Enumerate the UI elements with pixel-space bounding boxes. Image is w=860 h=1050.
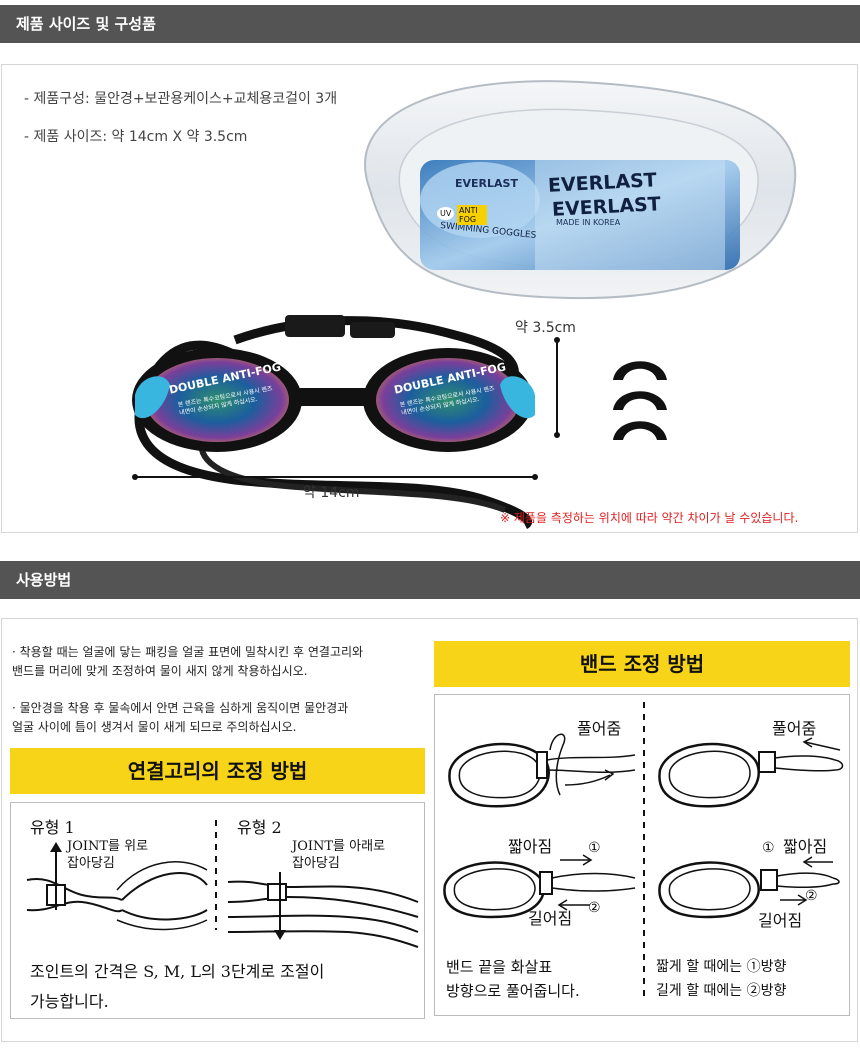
size-line: - 제품 사이즈: 약 14cm X 약 3.5cm bbox=[24, 129, 248, 145]
band-adjust-title: 밴드 조정 방법 bbox=[434, 641, 850, 687]
shorten-label-right: 짧아짐 bbox=[783, 837, 828, 856]
joint-adjust-title: 연결고리의 조정 방법 bbox=[10, 748, 425, 794]
loosen-label-right: 풀어줌 bbox=[772, 719, 817, 738]
band-loosen-right-illustration bbox=[658, 737, 844, 808]
usage-instruction-1-line1: · 착용할 때는 얼굴에 닿는 패킹을 얼굴 표면에 밀착시킨 후 연결고리와 bbox=[12, 645, 364, 659]
shorten-label-left: 짧아짐 bbox=[508, 837, 553, 856]
band-caption-left-1: 밴드 끝을 화살표 bbox=[446, 958, 553, 976]
band-diagram-box bbox=[434, 694, 850, 1016]
section-header-usage: 사용방법 bbox=[0, 561, 860, 599]
num1-left: ① bbox=[588, 840, 601, 856]
num1-right: ① bbox=[762, 840, 775, 856]
type2-label: 유형 2 bbox=[237, 818, 282, 837]
lengthen-label-right: 길어짐 bbox=[758, 911, 803, 930]
band-caption-right-1: 짧게 할 때에는 ①방향 bbox=[656, 959, 787, 975]
type-divider bbox=[215, 820, 217, 930]
goggles-image bbox=[132, 315, 560, 530]
type2-joint-illustration bbox=[227, 872, 419, 948]
case-antifog-badge: ANTI FOG bbox=[457, 205, 487, 225]
loosen-label-left: 풀어줌 bbox=[577, 719, 622, 738]
components-line: - 제품구성: 물안경+보관용케이스+교체용코걸이 3개 bbox=[24, 91, 338, 107]
band-divider bbox=[643, 702, 645, 1002]
joint-caption-line1: 조인트의 간격은 S, M, L의 3단계로 조절이 bbox=[30, 962, 325, 981]
band-caption-left-2: 방향으로 풀어줍니다. bbox=[446, 982, 580, 1000]
usage-instruction-2-line2: 얼굴 사이에 틈이 생겨서 물이 새게 되므로 주의하십시오. bbox=[12, 720, 297, 734]
case-uv-badge: UV bbox=[437, 207, 455, 220]
measurement-note: ※ 제품을 측정하는 위치에 따라 약간 차이가 날 수있습니다. bbox=[500, 511, 799, 525]
lengthen-label-left: 길어짐 bbox=[528, 909, 573, 928]
type1-joint-illustration bbox=[26, 842, 208, 931]
num2-right: ② bbox=[805, 888, 818, 904]
type2-desc-1: JOINT를 아래로 bbox=[292, 839, 386, 854]
type1-desc-2: 잡아당김 bbox=[67, 856, 115, 871]
num2-left: ② bbox=[588, 900, 601, 916]
width-measure-label: 약 14cm bbox=[303, 485, 360, 501]
height-measure-label: 약 3.5cm bbox=[515, 320, 576, 336]
case-brand-small: EVERLAST bbox=[455, 177, 518, 190]
usage-instruction-1-line2: 밴드를 머리에 맞게 조정하여 물이 새지 않게 착용하십시오. bbox=[12, 664, 308, 678]
type1-desc-1: JOINT를 위로 bbox=[67, 839, 149, 854]
joint-diagram-box bbox=[10, 802, 425, 1019]
nose-bridge-pieces-image bbox=[613, 361, 667, 440]
usage-instruction-2-line1: · 물안경을 착용 후 물속에서 안면 근육을 심하게 움직이면 물안경과 bbox=[12, 701, 349, 715]
case-made-in: MADE IN KOREA bbox=[556, 218, 621, 227]
band-caption-right-2: 길게 할 때에는 ②방향 bbox=[656, 983, 787, 999]
band-adjust-left-illustration bbox=[443, 854, 636, 919]
section-header-size: 제품 사이즈 및 구성품 bbox=[0, 5, 860, 43]
type2-desc-2: 잡아당김 bbox=[292, 856, 340, 871]
band-adjust-right-illustration bbox=[658, 856, 840, 919]
band-loosen-left-illustration bbox=[448, 733, 636, 808]
type1-label: 유형 1 bbox=[30, 818, 75, 837]
joint-caption-line2: 가능합니다. bbox=[30, 992, 109, 1011]
